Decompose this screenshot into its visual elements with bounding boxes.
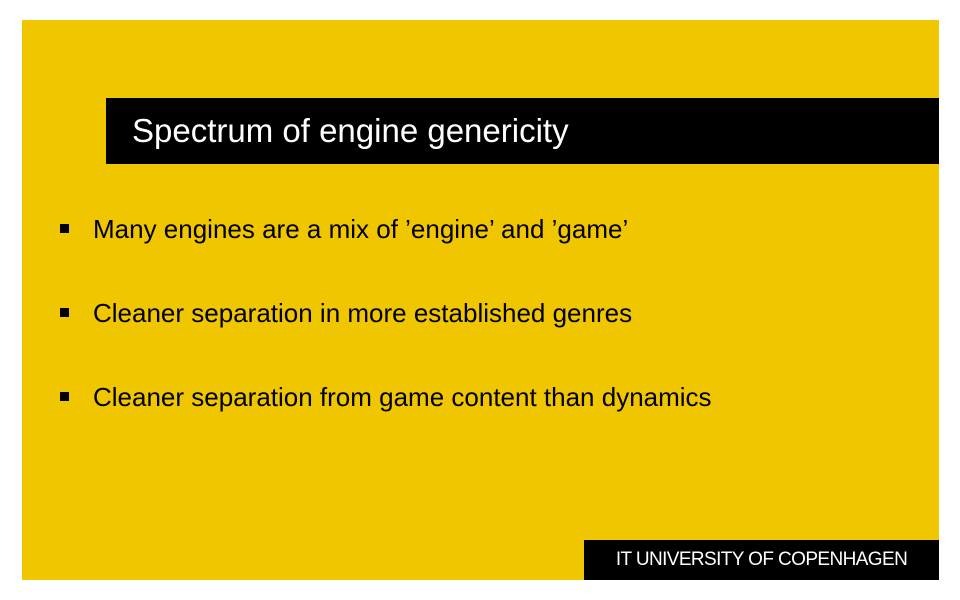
- square-bullet-icon: [60, 392, 69, 401]
- title-bar: Spectrum of engine genericity: [106, 98, 939, 164]
- bullet-text: Cleaner separation from game content tha…: [93, 382, 712, 412]
- bullet-text: Cleaner separation in more established g…: [93, 298, 633, 328]
- university-logo: IT UNIVERSITY OF COPENHAGEN: [584, 540, 939, 580]
- slide-title: Spectrum of engine genericity: [132, 112, 569, 149]
- square-bullet-icon: [60, 224, 69, 233]
- square-bullet-icon: [60, 308, 69, 317]
- slide: Spectrum of engine genericity Many engin…: [22, 20, 939, 580]
- bullet-text: Many engines are a mix of ’engine’ and ’…: [93, 214, 629, 244]
